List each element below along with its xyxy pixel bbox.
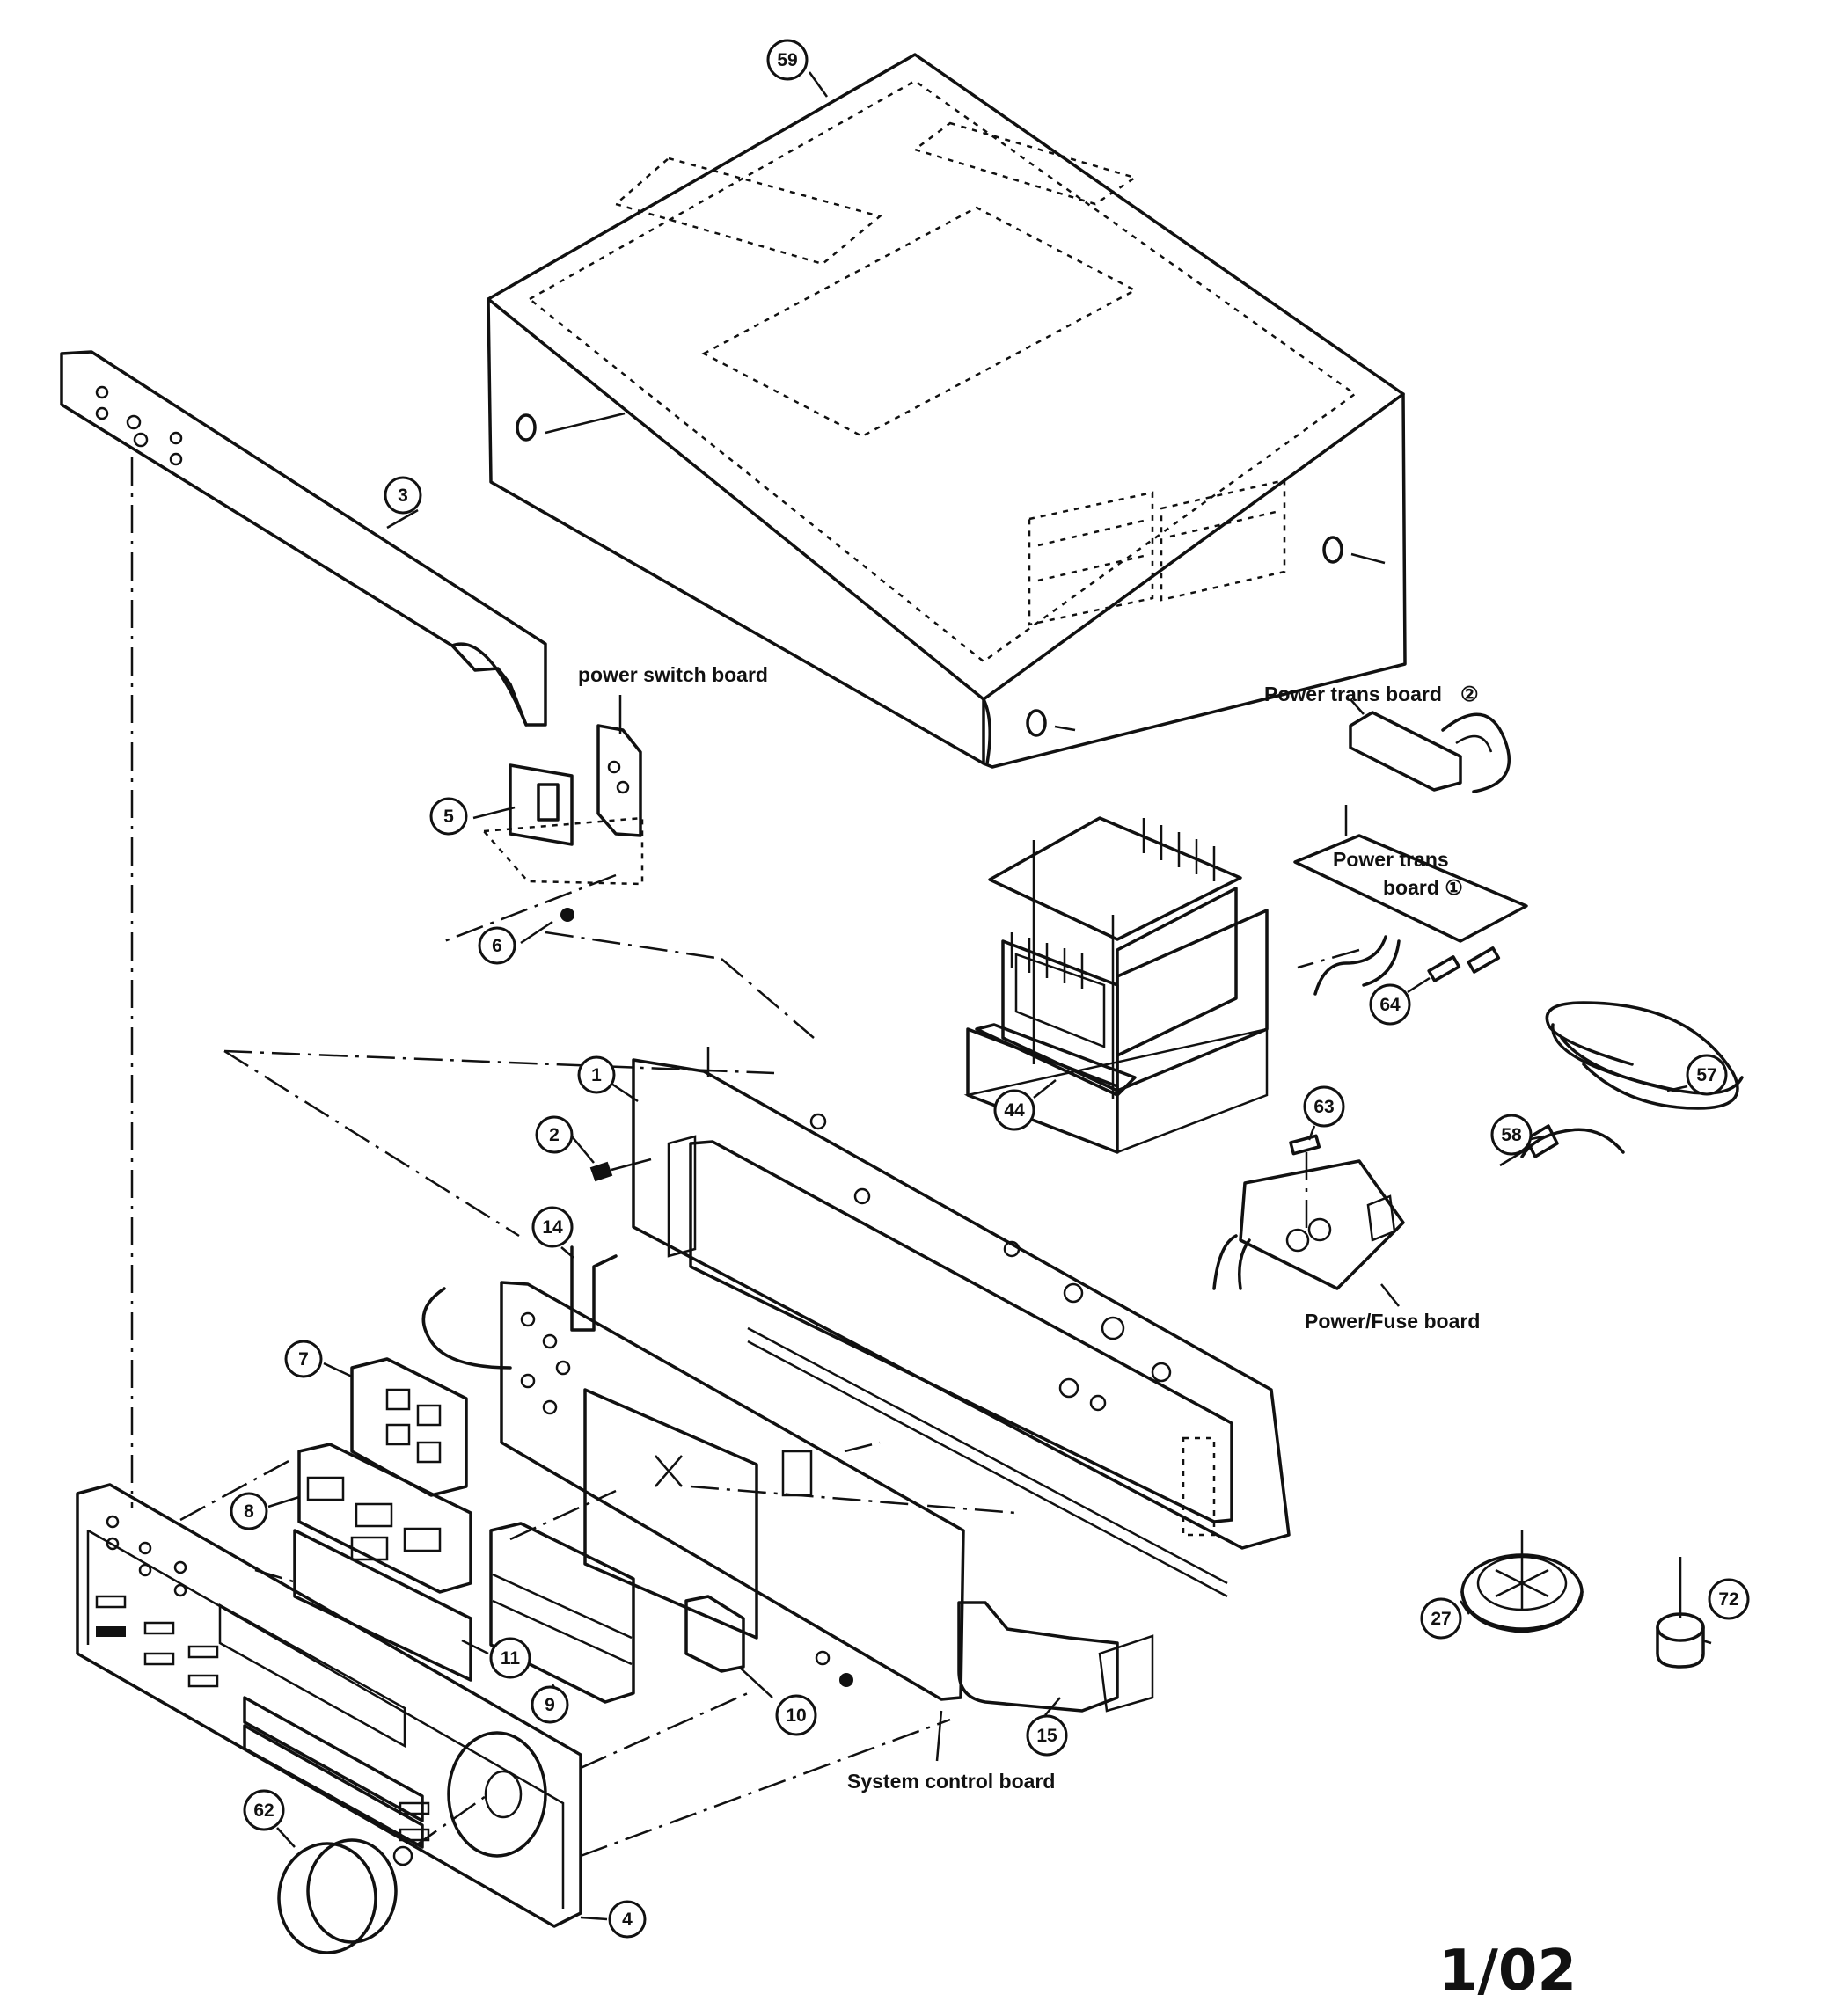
top-cover	[487, 53, 1407, 769]
callout-1: 1	[577, 1055, 616, 1094]
svg-text:2: 2	[549, 1125, 560, 1145]
power-fuse-board	[1212, 1134, 1405, 1290]
svg-text:63: 63	[1313, 1097, 1334, 1117]
svg-text:1: 1	[591, 1065, 602, 1085]
callout-9: 9	[531, 1685, 569, 1724]
side-trim-panel	[60, 350, 547, 1508]
svg-text:57: 57	[1696, 1065, 1716, 1085]
callout-59: 59	[766, 39, 809, 81]
callout-72: 72	[1708, 1578, 1750, 1620]
label-power-trans-board-1-line2: board ①	[1383, 876, 1463, 899]
front-panel	[76, 1483, 951, 1954]
callout-10: 10	[775, 1694, 817, 1736]
svg-text:9: 9	[545, 1695, 555, 1715]
small-boards	[179, 1357, 745, 1704]
front-frame-chassis	[223, 1047, 1291, 1598]
svg-text:11: 11	[501, 1648, 521, 1669]
callout-6: 6	[478, 926, 516, 965]
system-control-board	[421, 1245, 1154, 1713]
svg-text:59: 59	[777, 50, 797, 70]
power-cord	[1499, 1001, 1744, 1167]
callout-leaders	[267, 71, 1712, 1921]
svg-text:64: 64	[1379, 995, 1401, 1015]
callout-11: 11	[489, 1637, 531, 1679]
power-transformer	[963, 816, 1269, 1154]
foot-parts	[1460, 1530, 1705, 1669]
callout-4: 4	[608, 1900, 647, 1939]
svg-text:72: 72	[1718, 1589, 1738, 1610]
label-power-trans-board-2-mark: ②	[1460, 683, 1479, 705]
svg-text:8: 8	[244, 1501, 254, 1522]
power-trans-boards	[1293, 711, 1528, 996]
callout-7: 7	[284, 1340, 323, 1378]
callout-5: 5	[429, 797, 468, 836]
callout-2: 2	[535, 1115, 574, 1154]
svg-text:14: 14	[542, 1217, 563, 1238]
svg-text:4: 4	[622, 1910, 633, 1930]
callout-64: 64	[1369, 983, 1411, 1026]
svg-text:10: 10	[786, 1706, 806, 1726]
callout-57: 57	[1686, 1054, 1728, 1096]
callout-58: 58	[1490, 1114, 1533, 1156]
svg-text:7: 7	[298, 1349, 309, 1370]
callout-8: 8	[230, 1492, 268, 1530]
svg-text:62: 62	[253, 1801, 274, 1821]
label-system-control-board: System control board	[847, 1770, 1055, 1793]
callout-62: 62	[243, 1789, 285, 1831]
callout-14: 14	[531, 1206, 574, 1248]
label-power-fuse-board: Power/Fuse board	[1305, 1310, 1480, 1333]
page-number: 1/02	[1438, 1939, 1577, 2004]
svg-text:15: 15	[1036, 1726, 1057, 1746]
label-power-trans-board-2: Power trans board	[1264, 683, 1442, 705]
svg-text:27: 27	[1431, 1609, 1451, 1629]
svg-text:6: 6	[492, 936, 502, 956]
callout-44: 44	[993, 1089, 1035, 1131]
callout-15: 15	[1026, 1714, 1068, 1757]
callout-27: 27	[1420, 1597, 1462, 1640]
svg-text:5: 5	[443, 807, 454, 827]
svg-text:44: 44	[1004, 1100, 1025, 1121]
callout-63: 63	[1303, 1085, 1345, 1128]
label-power-switch-board: power switch board	[578, 663, 768, 686]
label-power-trans-board-1-line1: Power trans	[1333, 848, 1449, 871]
power-switch-assembly	[439, 724, 815, 1039]
callout-3: 3	[384, 476, 422, 515]
svg-text:3: 3	[398, 486, 408, 506]
svg-text:58: 58	[1501, 1125, 1522, 1145]
